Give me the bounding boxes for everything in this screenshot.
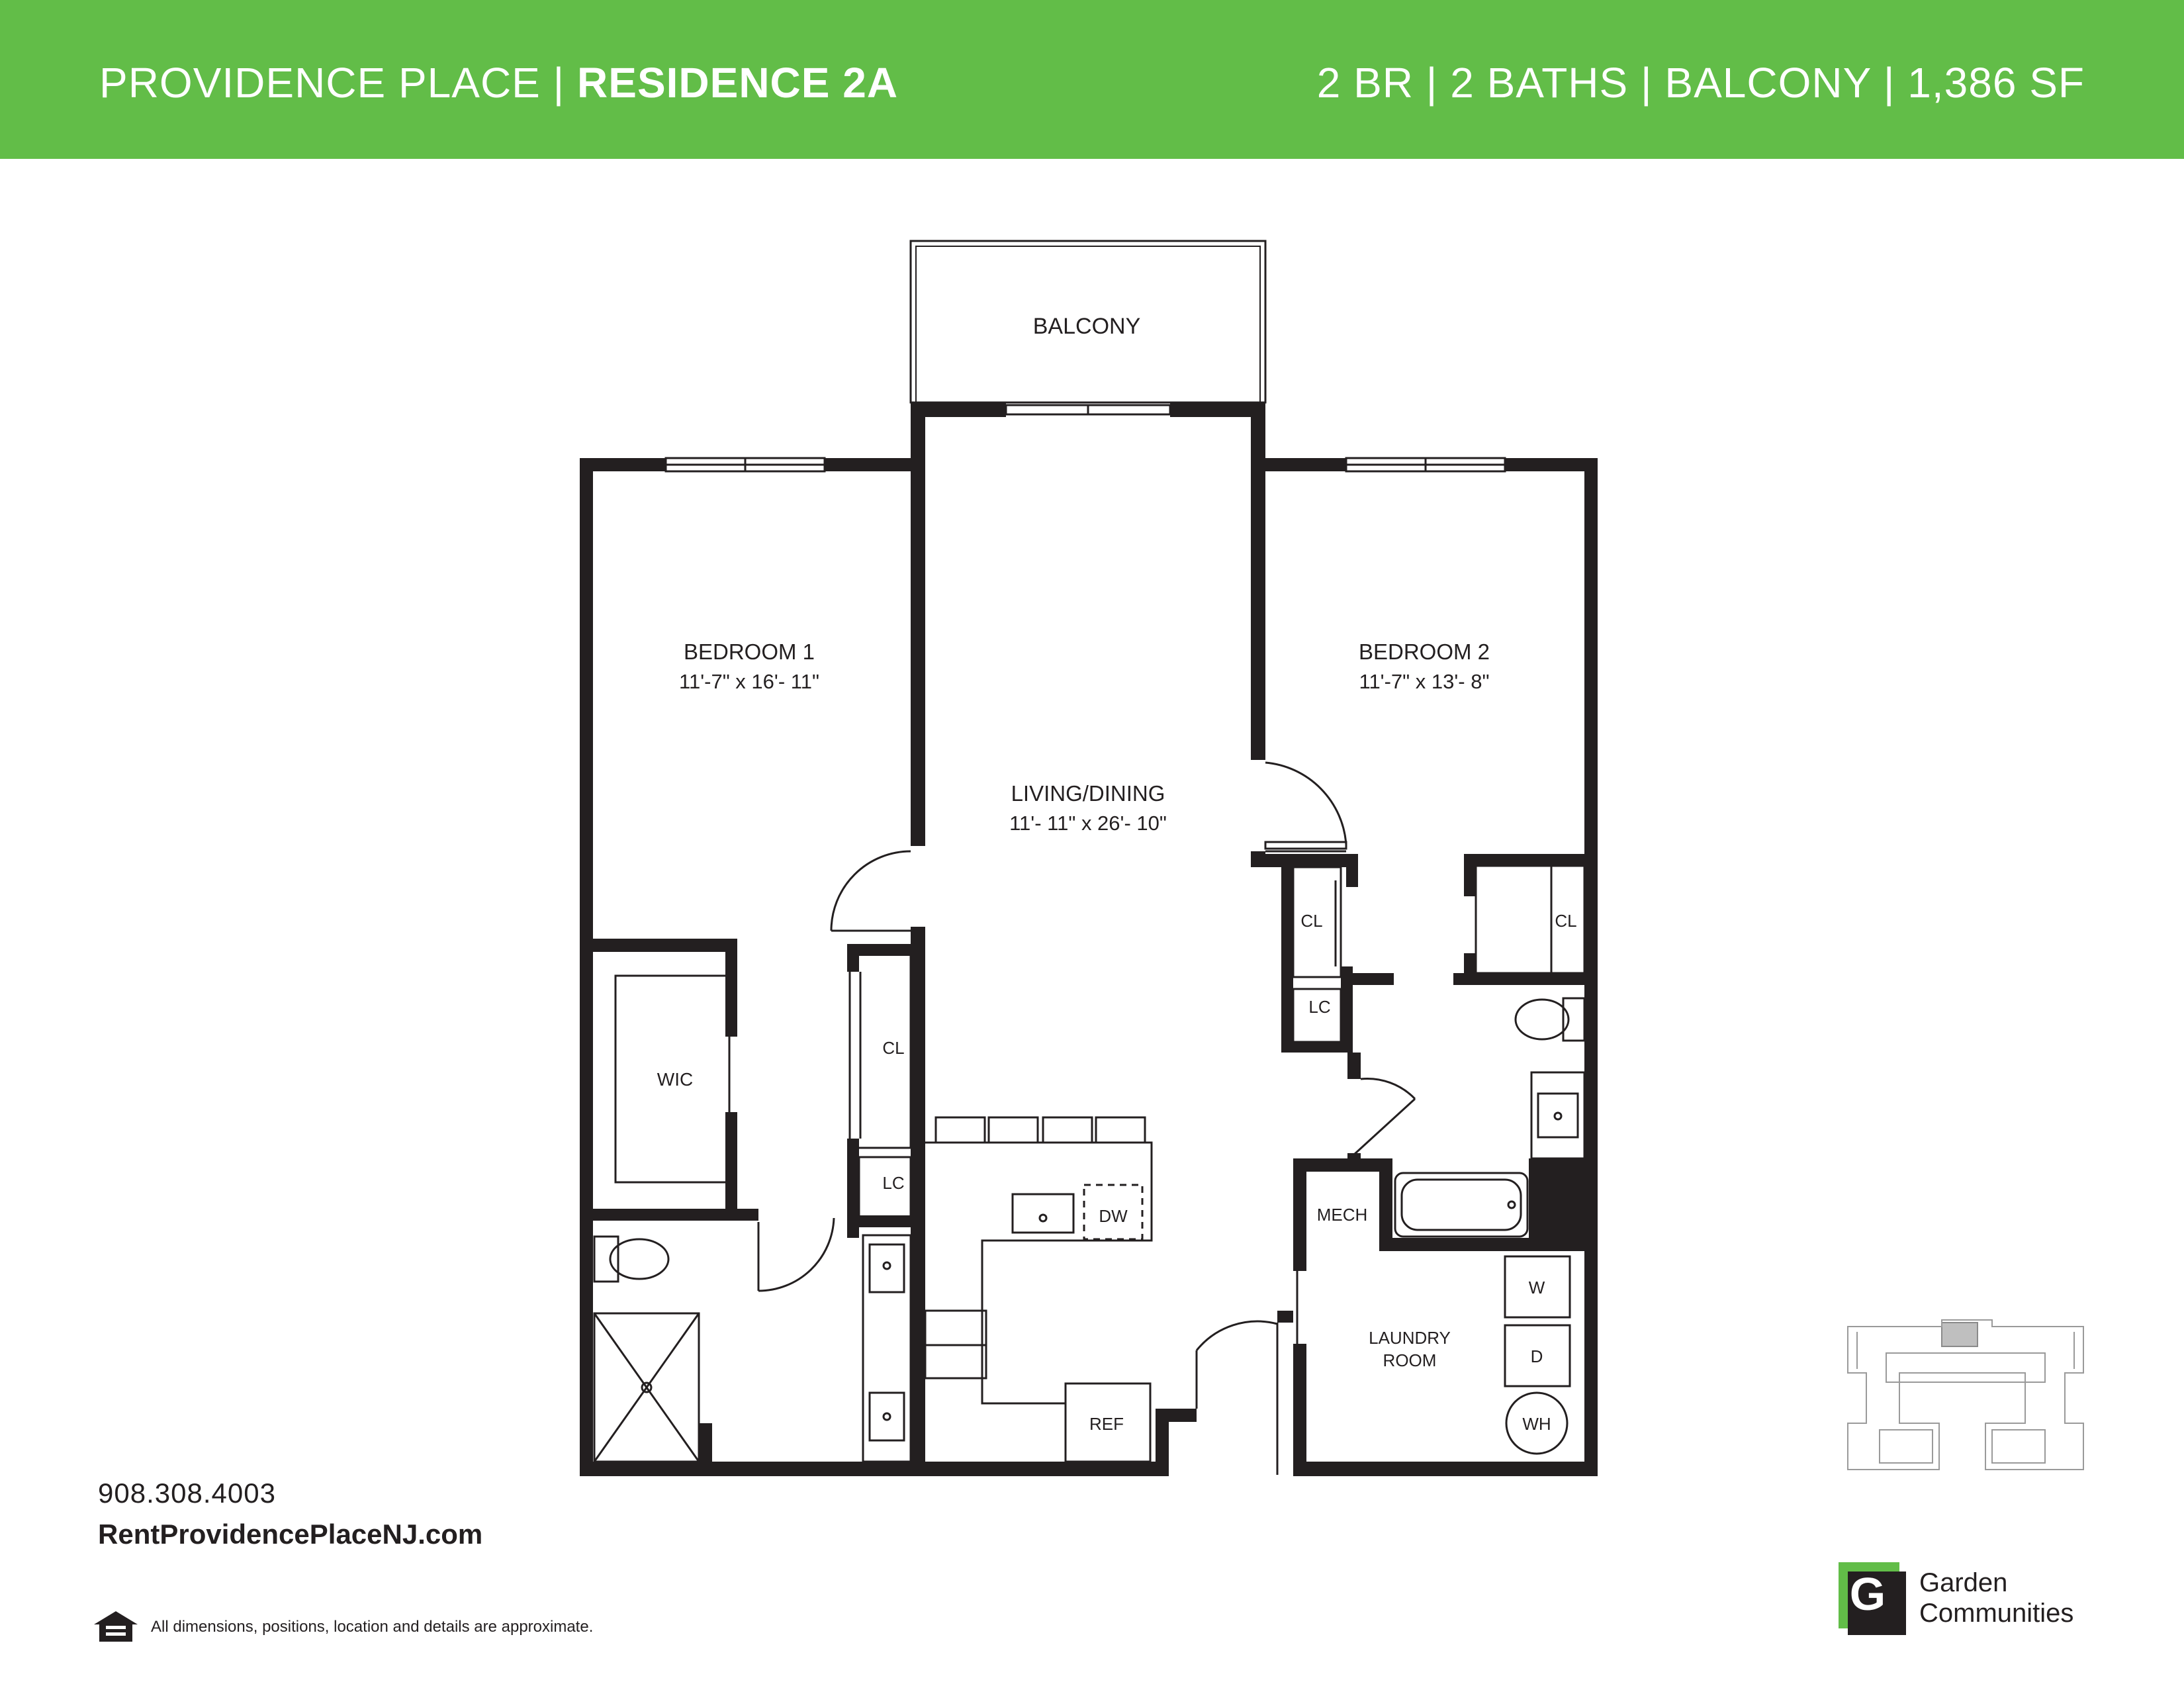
interior-walls: [580, 851, 1598, 1476]
lc-hall-label: LC: [1308, 997, 1330, 1017]
refrigerator-label: REF: [1089, 1414, 1124, 1434]
dishwasher-label: DW: [1099, 1206, 1128, 1226]
key-plan: [1847, 1319, 2084, 1470]
wic-label: WIC: [657, 1069, 693, 1090]
contact-info: 908.308.4003 RentProvidencePlaceNJ.com: [98, 1477, 482, 1550]
unit-summary: 2 BR | 2 BATHS | BALCONY | 1,386 SF: [1316, 59, 2085, 107]
cl-bed2-label: CL: [1555, 911, 1576, 931]
laundry-label-line1: LAUNDRY: [1369, 1328, 1451, 1348]
phone-number[interactable]: 908.308.4003: [98, 1477, 276, 1509]
equal-housing-icon: [94, 1611, 138, 1642]
doors: [757, 761, 1416, 1475]
bedroom1-dims: 11'-7" x 16'- 11": [679, 670, 819, 693]
living-dims: 11'- 11" x 26'- 10": [1009, 812, 1167, 835]
logo-line1: Garden: [1919, 1568, 2008, 1597]
water-heater-label: WH: [1522, 1414, 1551, 1434]
bedroom1-name: BEDROOM 1: [684, 639, 815, 664]
disclaimer-text: All dimensions, positions, location and …: [151, 1618, 594, 1636]
cl-hall-label: CL: [1300, 911, 1322, 931]
washer-label: W: [1529, 1278, 1545, 1297]
bathroom2: [1394, 997, 1586, 1238]
balcony: BALCONY: [909, 240, 1267, 404]
laundry-label-line2: ROOM: [1383, 1350, 1437, 1370]
dryer-label: D: [1531, 1346, 1543, 1366]
balcony-label: BALCONY: [1033, 314, 1141, 339]
garden-communities-logo-icon: G: [1839, 1562, 1906, 1635]
cl-bed1-label: CL: [882, 1038, 904, 1058]
laundry-appliances: [1504, 1255, 1571, 1455]
website-link[interactable]: RentProvidencePlaceNJ.com: [98, 1519, 483, 1550]
logo-wordmark: Garden Communities: [1919, 1568, 2073, 1628]
property-name: PROVIDENCE PLACE: [99, 59, 541, 107]
kitchen: [924, 1116, 1153, 1463]
living-name: LIVING/DINING: [1011, 781, 1165, 806]
header-banner: PROVIDENCE PLACE | RESIDENCE 2A 2 BR | 2…: [0, 0, 2184, 159]
residence-name: RESIDENCE 2A: [577, 59, 899, 107]
walk-in-closet: WIC: [614, 974, 731, 1184]
bed2-closets: CL CL LC: [1292, 865, 1586, 1043]
bed1-closets: CL LC: [848, 949, 912, 1219]
lc-bed1-label: LC: [882, 1173, 904, 1193]
title-separator: |: [553, 59, 565, 107]
logo-letter: G: [1850, 1568, 1886, 1620]
mech-label: MECH: [1317, 1205, 1368, 1225]
windows: [664, 404, 1506, 473]
bathroom1: [593, 1234, 912, 1463]
bedroom2-name: BEDROOM 2: [1359, 639, 1490, 664]
bedroom2-dims: 11'-7" x 13'- 8": [1359, 670, 1490, 693]
header-title: PROVIDENCE PLACE | RESIDENCE 2A: [99, 58, 898, 107]
logo-line2: Communities: [1919, 1599, 2074, 1628]
